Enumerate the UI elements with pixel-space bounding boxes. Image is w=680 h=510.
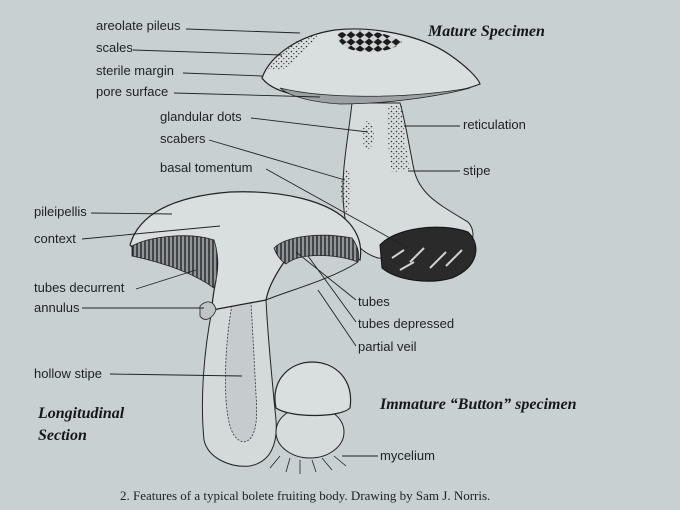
title-immature-specimen: Immature “Button” specimen [380, 396, 577, 413]
figure-caption: 2. Features of a typical bolete fruiting… [120, 488, 491, 503]
hollow-stipe-channel [225, 284, 258, 443]
label-partial-veil: partial veil [358, 339, 417, 354]
partial-veil [265, 261, 359, 301]
label-glandular-dots: glandular dots [160, 109, 242, 124]
basal-tomentum [379, 226, 477, 282]
label-pore-surface: pore surface [96, 84, 169, 99]
label-tubes-decurrent: tubes decurrent [34, 280, 125, 295]
label-scales: scales [96, 40, 133, 55]
label-pileipellis: pileipellis [34, 204, 87, 219]
button-cap [274, 361, 352, 417]
mycelium-threads [269, 455, 347, 474]
label-tubes: tubes [358, 294, 390, 309]
label-tubes-depressed: tubes depressed [358, 316, 455, 331]
section-tubes-left [131, 235, 219, 289]
label-annulus: annulus [34, 300, 80, 315]
scales-texture [268, 34, 318, 70]
button-specimen-drawing [269, 361, 352, 474]
scabers-texture [341, 168, 351, 212]
areolate-pileus-texture [337, 30, 402, 52]
glandular-dots-texture [362, 121, 374, 149]
label-reticulation: reticulation [463, 117, 526, 132]
leader-lines [81, 28, 460, 457]
annulus-ring [199, 301, 217, 320]
label-stipe: stipe [463, 163, 491, 178]
label-context: context [34, 231, 76, 246]
title-section-line1: Longitudinal [38, 405, 125, 422]
pore-surface-band [279, 87, 471, 105]
title-section-line2: Section [38, 427, 87, 444]
title-mature-specimen: Mature Specimen [428, 23, 545, 40]
label-scabers: scabers [160, 131, 206, 146]
section-tubes-right [273, 234, 360, 265]
reticulation-texture [387, 106, 410, 172]
label-hollow-stipe: hollow stipe [34, 366, 102, 381]
longitudinal-section-drawing [129, 191, 362, 467]
mature-specimen-drawing [261, 28, 481, 282]
label-mycelium: mycelium [380, 448, 435, 463]
label-areolate-pileus: areolate pileus [96, 18, 181, 33]
label-sterile-margin: sterile margin [96, 63, 175, 78]
label-basal-tomentum: basal tomentum [160, 160, 253, 175]
